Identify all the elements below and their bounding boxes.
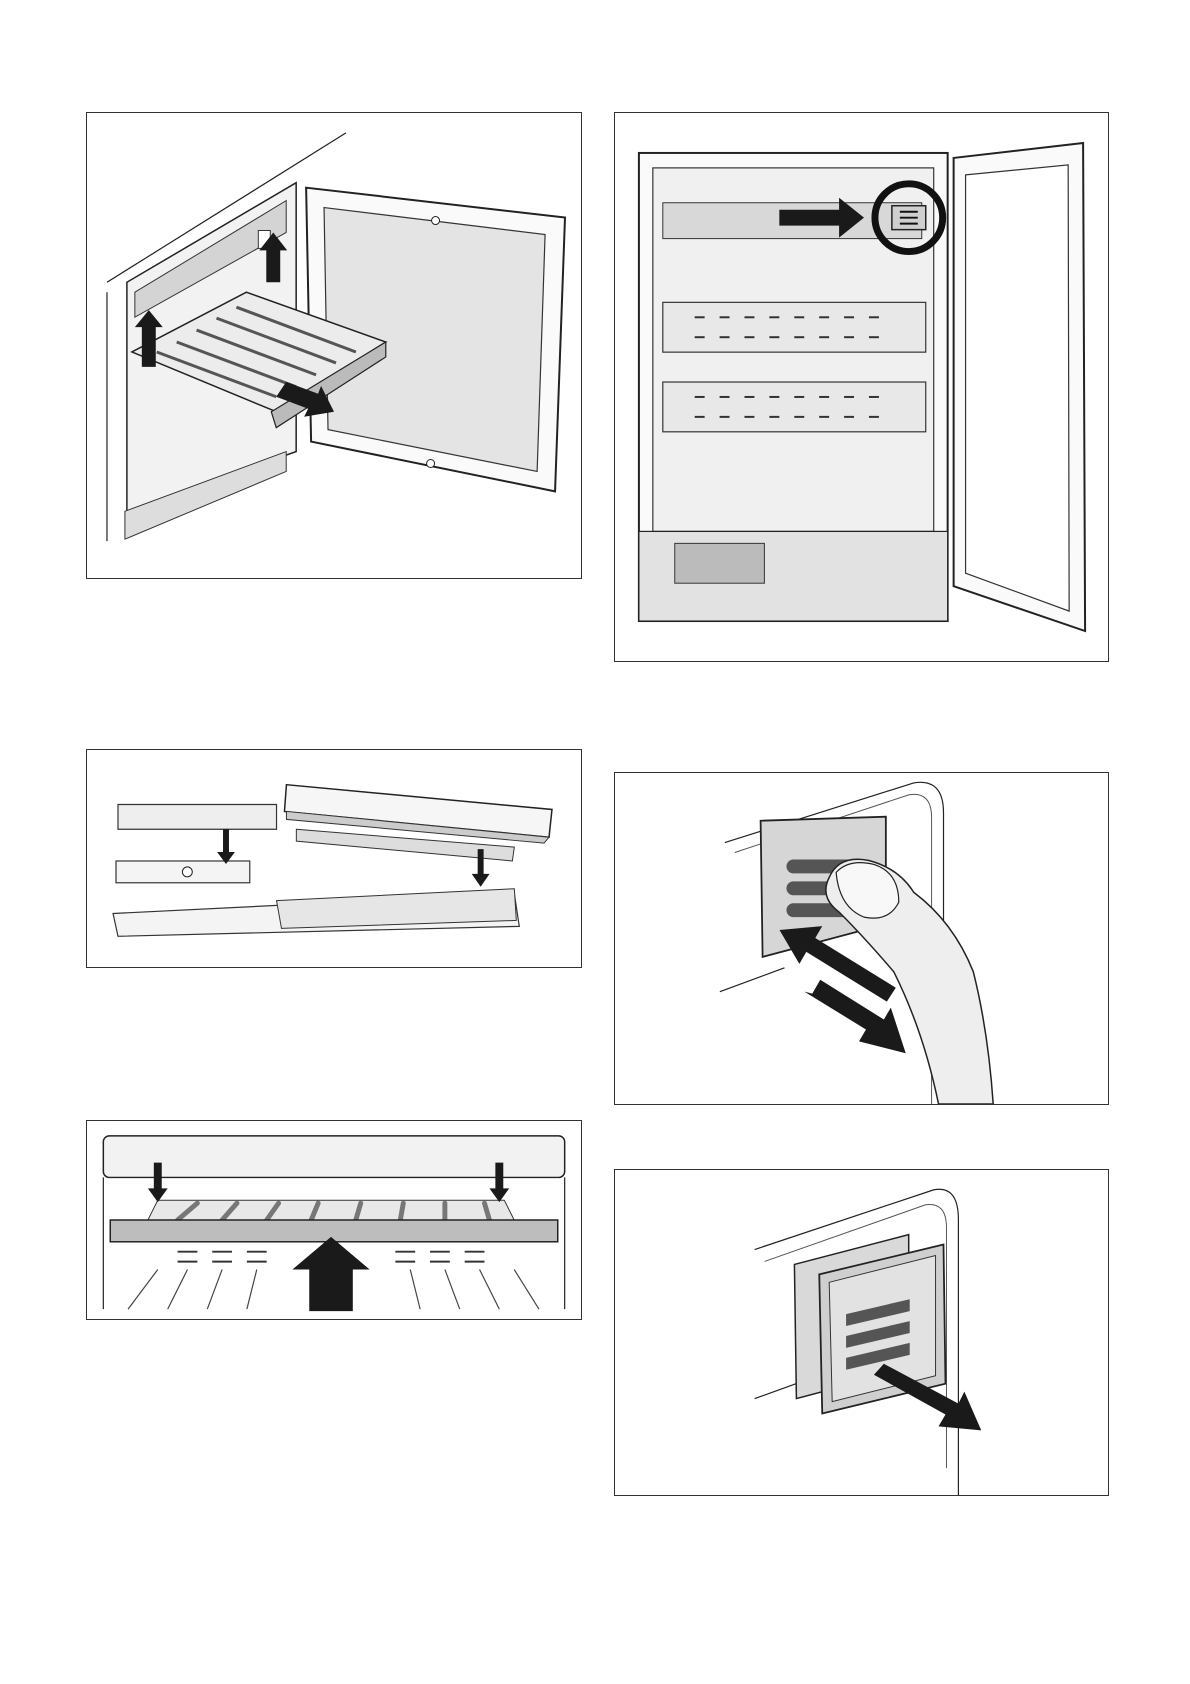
illustration-vent-slide [615, 773, 1108, 1104]
illustration-shelf-pull-out [87, 113, 581, 578]
figure-shelf-insert [86, 1120, 582, 1320]
figure-menu-button [614, 112, 1109, 662]
figure-shelf-on-rails [86, 749, 582, 968]
arrow-up-icon [292, 1237, 369, 1311]
figure-shelf-pull-out [86, 112, 582, 579]
illustration-appliance-front [615, 113, 1108, 661]
figure-vent-remove [614, 1169, 1109, 1496]
illustration-rails [87, 750, 581, 967]
illustration-vent-remove [615, 1170, 1108, 1495]
illustration-shelf-insert [87, 1121, 581, 1319]
figure-vent-slide [614, 772, 1109, 1105]
